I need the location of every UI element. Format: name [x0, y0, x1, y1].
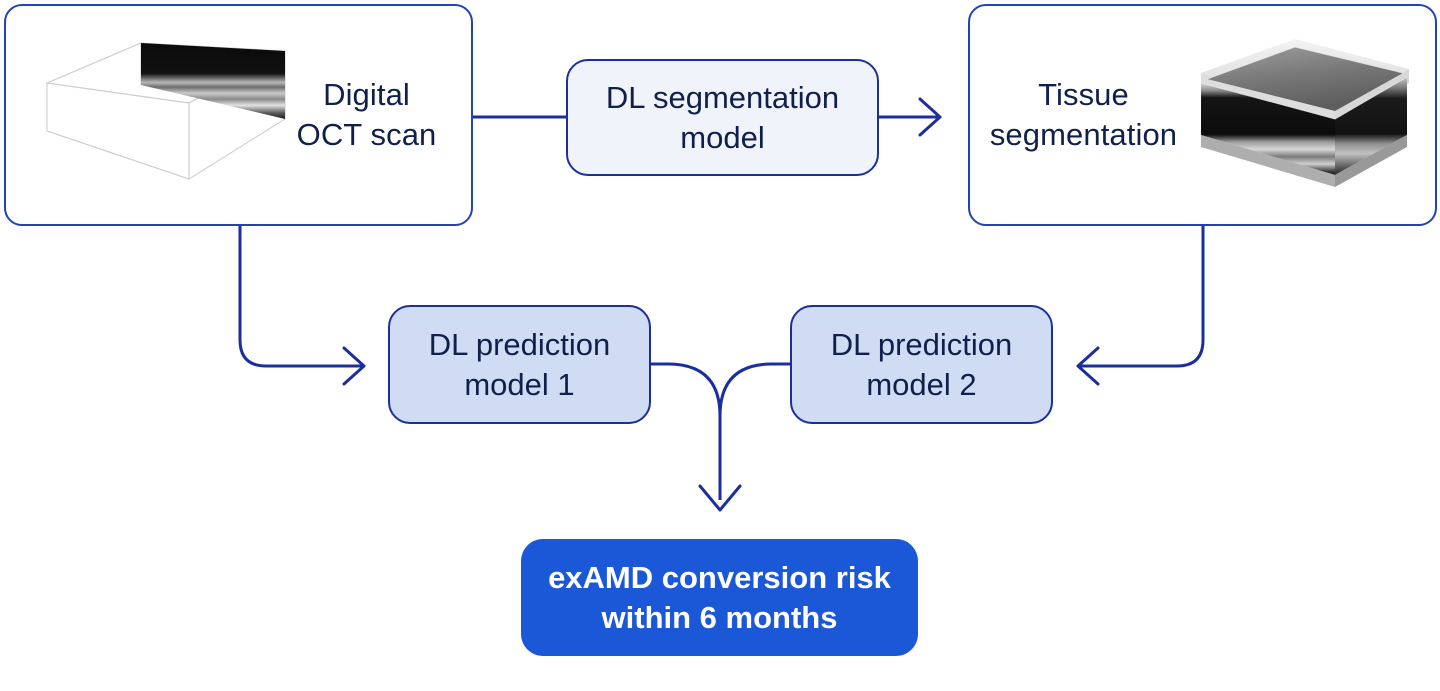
node-examd-conversion-risk-output[interactable]: exAMD conversion risk within 6 months — [521, 539, 918, 656]
node-digital-oct-scan-label: Digital OCT scan — [296, 77, 437, 152]
node-dl-prediction-model-1[interactable]: DL prediction model 1 — [388, 305, 651, 424]
node-dl-segmentation-model-label: DL segmentation model — [605, 79, 840, 155]
node-dl-prediction-model-2[interactable]: DL prediction model 2 — [790, 305, 1053, 424]
node-tissue-segmentation-label: Tissue segmentation — [989, 77, 1178, 152]
node-tissue-segmentation[interactable]: Tissue segmentation — [968, 4, 1437, 226]
segmented-tissue-volume-icon — [1183, 35, 1415, 196]
oct-volume-wireframe-icon — [41, 27, 291, 204]
arrowhead-to-tissue — [918, 97, 942, 137]
connector-oct-to-prediction-model-1 — [238, 226, 362, 368]
node-examd-conversion-risk-output-label: exAMD conversion risk within 6 months — [548, 559, 891, 635]
arrowhead-to-prediction-model-2 — [1076, 346, 1100, 386]
connector-model2-merge — [718, 362, 790, 417]
node-digital-oct-scan[interactable]: Digital OCT scan — [4, 4, 473, 226]
connector-model1-merge — [651, 362, 722, 500]
node-dl-prediction-model-1-label: DL prediction model 1 — [428, 326, 611, 402]
arrowhead-to-output — [698, 484, 742, 512]
arrowhead-to-prediction-model-1 — [342, 346, 366, 386]
connector-tissue-to-prediction-model-2 — [1080, 226, 1205, 368]
node-dl-prediction-model-2-label: DL prediction model 2 — [830, 326, 1013, 402]
node-dl-segmentation-model[interactable]: DL segmentation model — [566, 59, 879, 176]
